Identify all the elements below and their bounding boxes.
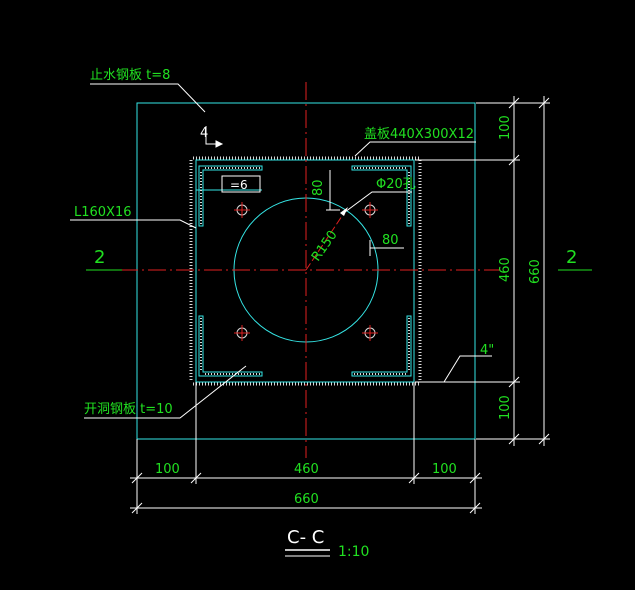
- bolt-hole-label: Φ20孔: [376, 177, 416, 192]
- outer-plate: [136, 102, 476, 440]
- dim-bottom-mid: 460: [294, 462, 319, 477]
- leader-lines: [70, 83, 492, 419]
- right-dimension-lines: [415, 96, 550, 446]
- radius-arrow: [340, 207, 348, 216]
- weld-symbol-label: 4: [200, 126, 208, 141]
- bolt-hole-tl: [234, 202, 250, 218]
- angle-profiles: [196, 165, 412, 377]
- cover-plate-label: 盖板440X300X12: [364, 127, 474, 142]
- section-mark-right: 2: [566, 247, 577, 268]
- weld-size-label: 4": [480, 343, 494, 358]
- perforated-plate-label: 开洞钢板 t=10: [84, 402, 173, 417]
- dim-right-bottom: 100: [498, 395, 513, 420]
- water-stop-plate-label: 止水钢板 t=8: [90, 68, 170, 83]
- centerlines: [120, 82, 500, 458]
- dim-80-vertical: [326, 170, 340, 211]
- weld-flag: [205, 126, 224, 148]
- radius-leader: [305, 206, 349, 271]
- section-title: C- C: [287, 527, 324, 548]
- dim-bottom-left: 100: [155, 462, 180, 477]
- section-mark-left: 2: [94, 247, 105, 268]
- dim-bottom-right: 100: [432, 462, 457, 477]
- bolt-hole-bl: [234, 325, 250, 341]
- bolt-holes: [234, 202, 378, 341]
- dim-right-top: 100: [498, 115, 513, 140]
- bottom-dimension-lines: [130, 382, 482, 514]
- dim-bottom-total: 660: [294, 492, 319, 507]
- thickness-label: =6: [230, 178, 248, 192]
- bolt-hole-br: [362, 325, 378, 341]
- dim-80-top-label: 80: [311, 179, 326, 196]
- weld-hatch: [189, 156, 422, 386]
- dim-right-total: 660: [528, 259, 543, 284]
- bolt-hole-tr: [362, 202, 378, 218]
- angle-hatch: [200, 167, 410, 375]
- inner-plate: [195, 159, 415, 383]
- section-scale: 1:10: [338, 544, 369, 560]
- dim-right-mid: 460: [498, 257, 513, 282]
- angle-label: L160X16: [74, 205, 132, 220]
- dim-80-horizontal: [369, 240, 404, 256]
- dim-80-side-label: 80: [382, 233, 399, 248]
- thickness-box: [221, 175, 261, 193]
- radius-label: R150: [309, 228, 341, 264]
